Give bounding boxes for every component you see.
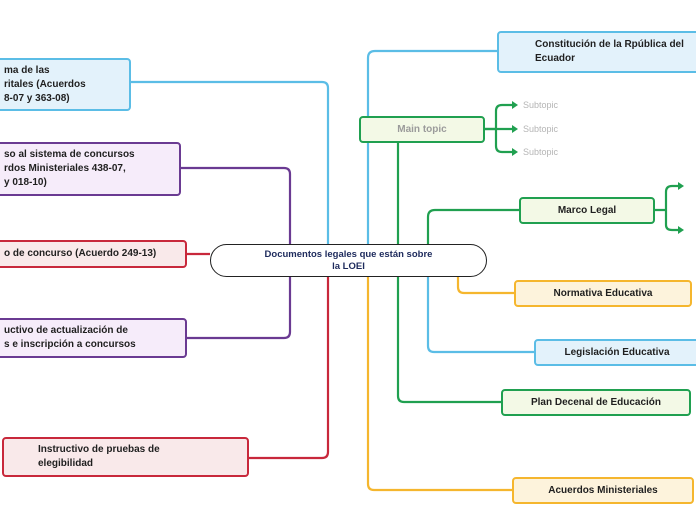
topic-legislacion[interactable]: Legislación Educativa: [534, 339, 696, 366]
topic-constitucion-label: Constitución de la Rpública del Ecuador: [535, 39, 684, 64]
subtopic-1[interactable]: Subtopic: [523, 100, 559, 110]
link-acuerdos: [366, 260, 512, 492]
link-normativa: [456, 260, 515, 295]
topic-reforma[interactable]: ma de las ritales (Acuerdos 8-07 y 363-0…: [0, 58, 131, 111]
topic-acuerdos[interactable]: Acuerdos Ministeriales: [512, 477, 694, 504]
link-acceso: [180, 166, 328, 262]
link-instructivo: [186, 260, 292, 340]
central-topic-label: Documentos legales que están sobre la LO…: [264, 248, 433, 272]
subtopic-3[interactable]: Subtopic: [523, 147, 559, 157]
link-sub-3: [494, 129, 512, 154]
link-constitucion: [366, 49, 498, 262]
link-marco-1: [654, 184, 680, 212]
topic-constitucion[interactable]: Constitución de la Rpública del Ecuador: [497, 31, 696, 73]
topic-main[interactable]: Main topic: [359, 116, 485, 143]
subtopic-2[interactable]: Subtopic: [523, 124, 559, 134]
arrow-sub-3: [512, 148, 518, 156]
topic-instructivo-actualizacion[interactable]: uctivo de actualización de s e inscripci…: [0, 318, 187, 358]
topic-reforma-label: ma de las ritales (Acuerdos 8-07 y 363-0…: [4, 64, 86, 104]
link-sub-1: [484, 103, 512, 131]
topic-acceso-label: so al sistema de concursos rdos Minister…: [4, 149, 135, 188]
topic-acceso[interactable]: so al sistema de concursos rdos Minister…: [0, 142, 181, 196]
topic-pruebas[interactable]: Instructivo de pruebas de elegibilidad: [2, 437, 249, 477]
arrow-sub-1: [512, 101, 518, 109]
topic-concurso[interactable]: o de concurso (Acuerdo 249-13): [0, 240, 187, 268]
topic-normativa[interactable]: Normativa Educativa: [514, 280, 692, 307]
arrow-marco-2: [678, 226, 684, 234]
link-pruebas: [248, 260, 330, 460]
arrow-marco-1: [678, 182, 684, 190]
topic-pruebas-label: Instructivo de pruebas de elegibilidad: [38, 444, 160, 469]
topic-instructivo-label: uctivo de actualización de s e inscripci…: [4, 325, 136, 350]
topic-acuerdos-label: Acuerdos Ministeriales: [548, 484, 658, 496]
central-topic[interactable]: Documentos legales que están sobre la LO…: [210, 244, 487, 277]
topic-concurso-label: o de concurso (Acuerdo 249-13): [4, 248, 157, 259]
link-marco-legal: [398, 208, 520, 262]
topic-legislacion-label: Legislación Educativa: [564, 346, 670, 358]
arrow-sub-2: [512, 125, 518, 133]
link-reforma: [128, 80, 330, 262]
link-legislacion: [426, 260, 535, 354]
link-marco-2: [664, 210, 680, 232]
topic-marco-legal-label: Marco Legal: [557, 204, 617, 216]
link-plan: [396, 260, 502, 404]
topic-normativa-label: Normativa Educativa: [553, 287, 653, 299]
topic-marco-legal[interactable]: Marco Legal: [519, 197, 655, 224]
topic-plan-decenal[interactable]: Plan Decenal de Educación: [501, 389, 691, 416]
topic-plan-decenal-label: Plan Decenal de Educación: [530, 396, 662, 408]
topic-main-label: Main topic: [397, 123, 447, 135]
